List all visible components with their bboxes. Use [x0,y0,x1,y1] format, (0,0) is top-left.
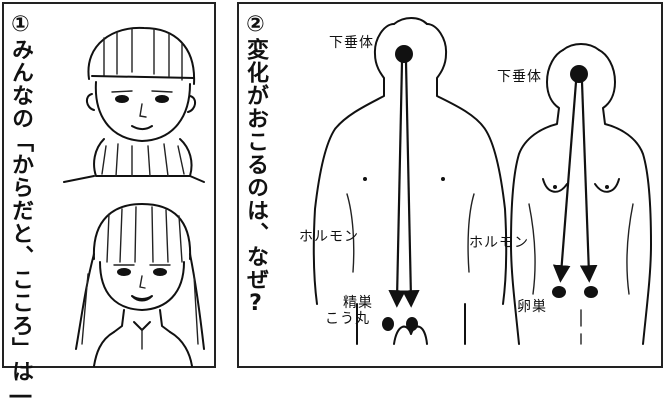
female-body [510,43,652,345]
panel-why-changes: ②変化がおこるのは、なぜ? [237,2,663,368]
male-body [312,17,508,345]
panel-everyone-body-mind: ①みんなの「からだと、こころ」は― [2,2,216,409]
girl-face [75,203,205,367]
male-gland-alt-label: こう丸 [325,311,370,327]
male-gland-label: 精巣 [343,295,373,311]
hormone-diagram [312,17,652,345]
male-pituitary-label: 下垂体 [329,35,374,51]
boy-face [63,26,205,183]
panel1-title: ①みんなの「からだと、こころ」は― [8,12,33,409]
female-gland-label: 卵巣 [517,299,547,315]
male-hormone-label: ホルモン [299,229,359,245]
children-faces-illustration [63,26,205,367]
female-hormone-label: ホルモン [469,235,529,251]
panel2-title: ②変化がおこるのは、なぜ? [243,12,268,317]
female-pituitary-label: 下垂体 [497,69,542,85]
